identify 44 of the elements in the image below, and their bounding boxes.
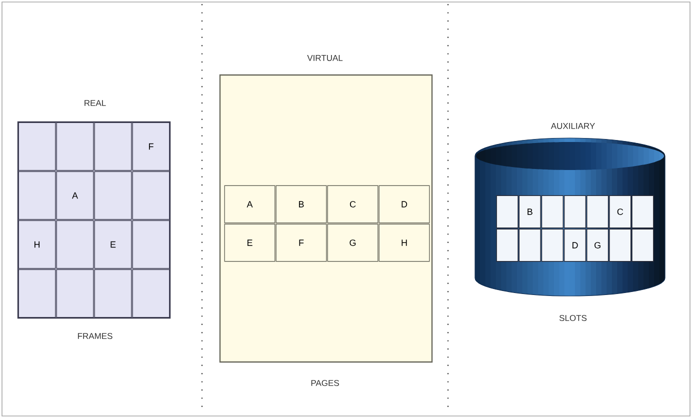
node-label: PAGES (311, 380, 339, 386)
grid-cell (496, 228, 518, 262)
grid-cell (94, 269, 132, 318)
grid-cell: F (276, 224, 327, 262)
grid-cell (496, 195, 518, 228)
grid-cell (586, 195, 609, 228)
grid-cell: E (224, 224, 276, 262)
grid-cell: E (94, 220, 132, 269)
grid-cell (132, 220, 170, 269)
grid-cell (632, 228, 654, 262)
node-label: SLOTS (559, 315, 587, 321)
grid-cell: G (586, 228, 609, 262)
grid-cell: H (378, 224, 430, 262)
grid-cell: B (518, 195, 541, 228)
grid-cell: F (132, 122, 170, 171)
grid-cell (94, 122, 132, 171)
grid-cell (18, 269, 56, 318)
grid-cell: A (224, 185, 276, 224)
heading: VIRTUAL (307, 55, 343, 61)
grid-cell: C (327, 185, 378, 224)
grid-cell (56, 220, 94, 269)
grid-cell (132, 269, 170, 318)
grid-cell: B (276, 185, 327, 224)
grid-cell (541, 195, 564, 228)
grid-cell (609, 228, 632, 262)
grid-cell: H (18, 220, 56, 269)
grid-cell (541, 228, 564, 262)
grid-cell (56, 269, 94, 318)
grid-cell (518, 228, 541, 262)
grid-cell (56, 122, 94, 171)
grid-cell: C (609, 195, 632, 228)
grid-cell (18, 171, 56, 220)
grid-cell: D (378, 185, 430, 224)
grid-cell (632, 195, 654, 228)
grid-cell (132, 171, 170, 220)
grid-cell (94, 171, 132, 220)
heading: REAL (84, 100, 106, 106)
heading: AUXILIARY (550, 123, 595, 129)
grid-cell (564, 195, 586, 228)
node-label: FRAMES (78, 333, 112, 339)
grid-cell: G (327, 224, 378, 262)
grid-cell (18, 122, 56, 171)
grid-cell: A (56, 171, 94, 220)
grid-cell: D (564, 228, 586, 262)
